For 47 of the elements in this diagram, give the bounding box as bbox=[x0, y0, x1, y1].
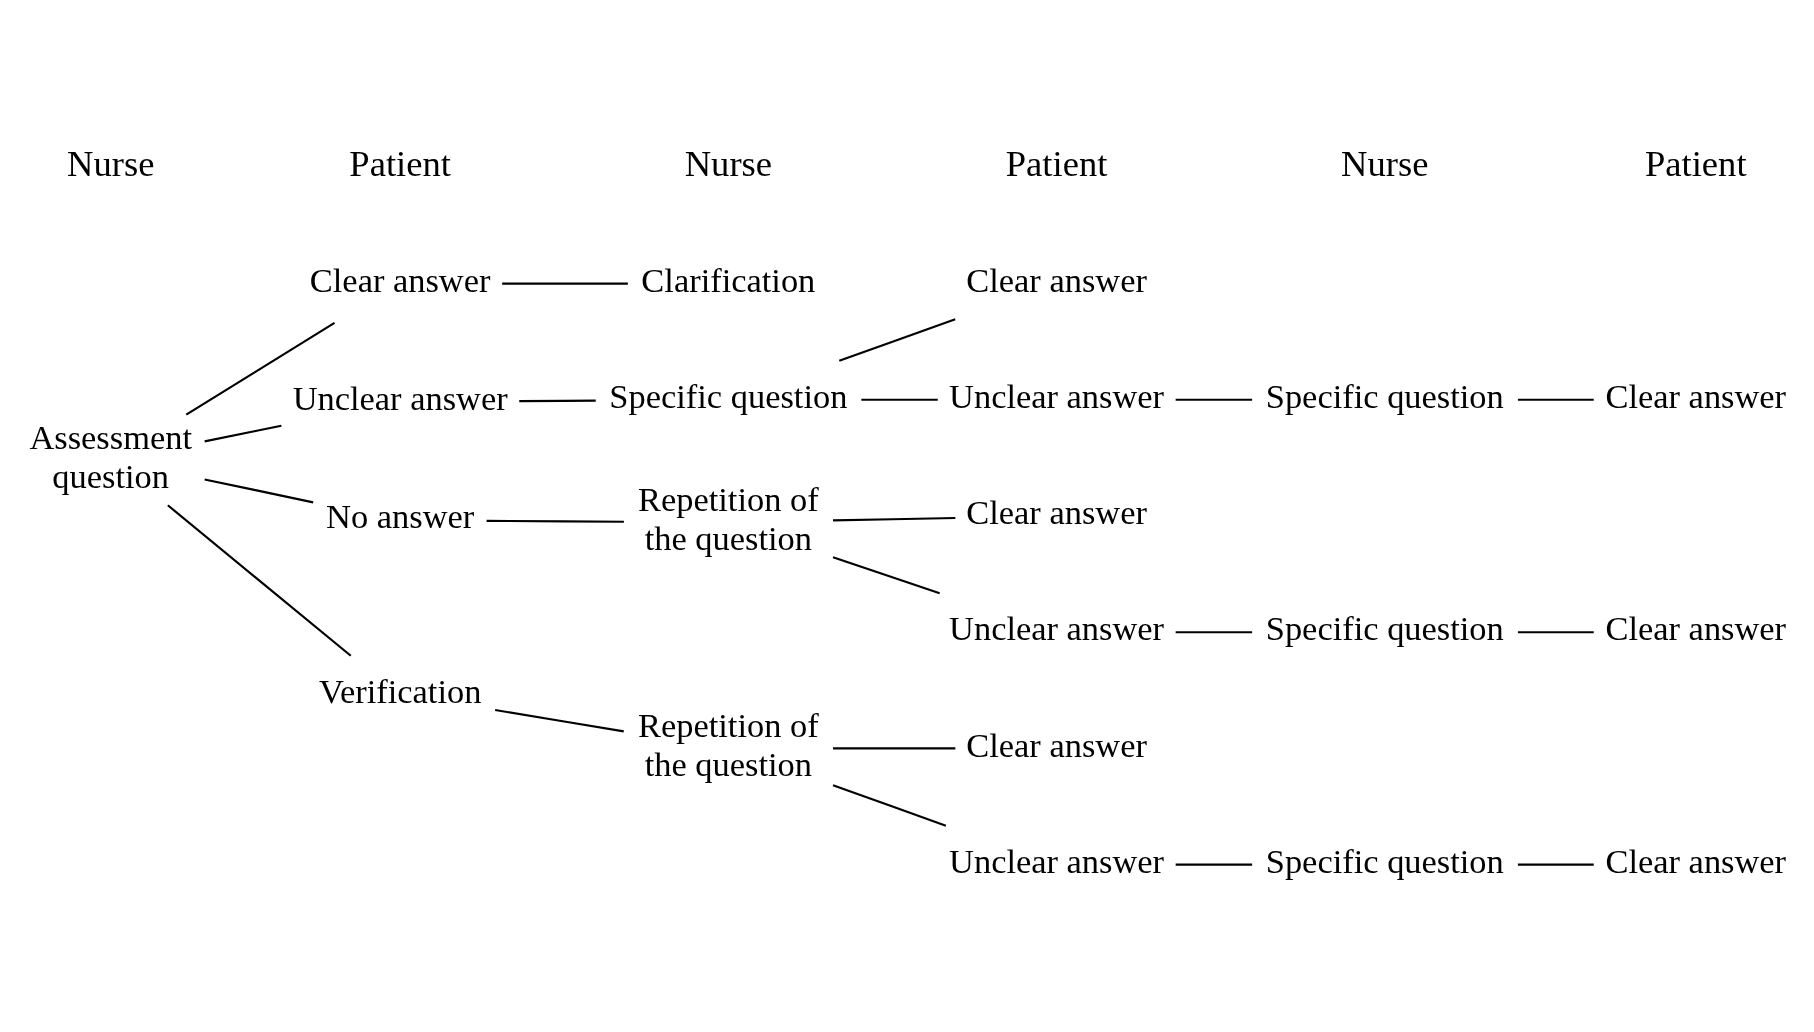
connector bbox=[1517, 631, 1594, 634]
node-text: Specific question bbox=[1265, 376, 1504, 415]
label: Patient bbox=[1005, 143, 1108, 185]
connector bbox=[204, 424, 282, 443]
node-text: Clear answer bbox=[966, 493, 1147, 532]
node-text: Clear answer bbox=[1605, 376, 1787, 415]
connector bbox=[167, 504, 352, 657]
node-text: Unclear answer bbox=[949, 376, 1165, 415]
connector bbox=[204, 478, 314, 504]
connector bbox=[832, 784, 947, 827]
node-text: Clear answer bbox=[1605, 841, 1787, 880]
connector bbox=[1517, 398, 1594, 401]
label: Nurse bbox=[684, 143, 773, 185]
node-text: Repetition of the question bbox=[638, 480, 819, 557]
connector bbox=[486, 519, 624, 523]
connector bbox=[519, 399, 596, 403]
node-text: Unclear answer bbox=[292, 379, 508, 418]
node-text: Clear answer bbox=[966, 260, 1147, 299]
connector bbox=[1517, 863, 1594, 866]
connector bbox=[502, 282, 628, 285]
connector bbox=[838, 318, 956, 362]
node-text: Assessment question bbox=[29, 417, 192, 495]
connector bbox=[1175, 398, 1253, 401]
connector bbox=[1175, 863, 1253, 866]
node-text: Specific question bbox=[609, 376, 848, 415]
node-text: Specific question bbox=[1265, 609, 1504, 648]
connector bbox=[185, 321, 336, 416]
label: Patient bbox=[1644, 143, 1747, 185]
node-text: Repetition of the question bbox=[638, 706, 819, 783]
connector bbox=[832, 556, 940, 595]
label: Nurse bbox=[67, 143, 155, 185]
label: Patient bbox=[349, 143, 451, 185]
node-text: No answer bbox=[326, 497, 475, 536]
node-text: Clarification bbox=[641, 260, 816, 299]
node-text: Verification bbox=[318, 671, 482, 710]
node-text: Clear answer bbox=[966, 725, 1147, 764]
connector bbox=[1175, 631, 1253, 634]
connector bbox=[833, 747, 956, 750]
node-text: Clear answer bbox=[1605, 609, 1787, 648]
node-text: Unclear answer bbox=[949, 841, 1165, 880]
node-text: Specific question bbox=[1265, 841, 1504, 880]
node-text: Clear answer bbox=[309, 260, 491, 299]
connector bbox=[494, 708, 624, 733]
connector bbox=[861, 398, 938, 401]
connector bbox=[833, 516, 956, 522]
label: Nurse bbox=[1341, 143, 1429, 185]
node-text: Unclear answer bbox=[949, 609, 1165, 648]
